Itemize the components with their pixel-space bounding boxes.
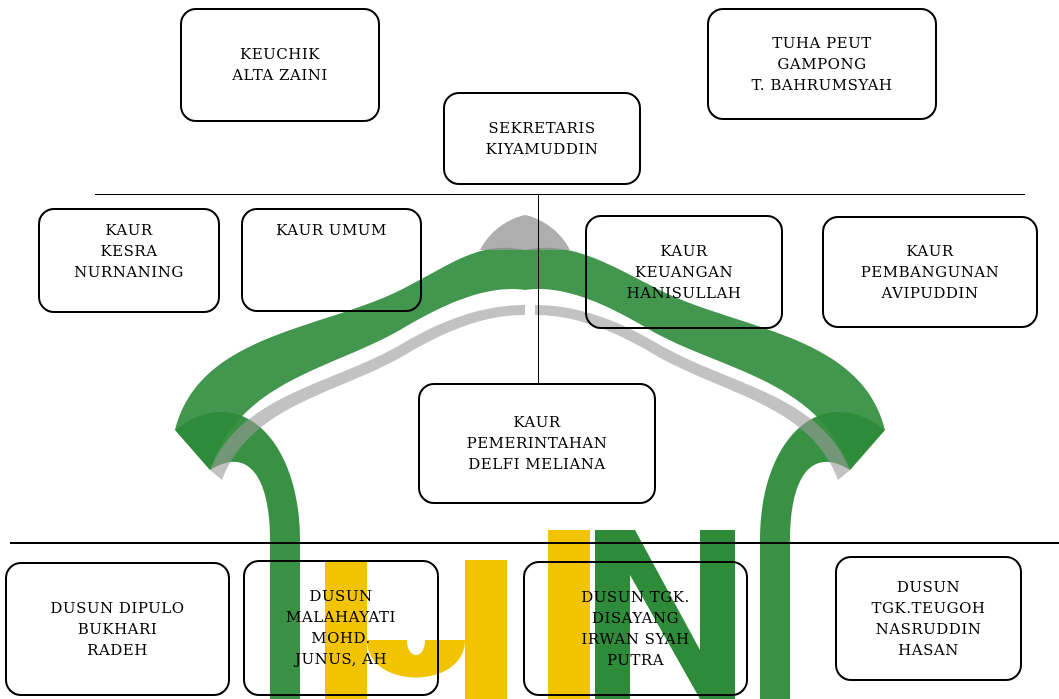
box-kaur-keuangan: KAUR KEUANGAN HANISULLAH [585, 215, 783, 329]
kaur-kesra-name: NURNANING [74, 263, 184, 281]
sekretaris-title: SEKRETARIS [488, 118, 596, 137]
dusun-tgk-teugoh-title: DUSUN [896, 577, 961, 596]
tuha-peut-title: TUHA PEUT [772, 33, 872, 52]
box-dusun-malahayati: DUSUN MALAHAYATI MOHD. JUNUS, AH [243, 560, 439, 696]
box-kaur-umum: KAUR UMUM [241, 208, 422, 312]
kaur-pembangunan-title: KAUR [906, 241, 954, 260]
box-keuchik: KEUCHIK ALTA ZAINI [180, 8, 380, 122]
watermark-arch [175, 215, 885, 699]
dusun-malahayati-title: DUSUN [309, 587, 373, 605]
dusun-tgk-disayang-subtitle: DISAYANG [591, 608, 680, 627]
kaur-pembangunan-name: AVIPUDDIN [881, 283, 979, 302]
divider-lower [10, 542, 1059, 544]
box-sekretaris: SEKRETARIS KIYAMUDDIN [443, 92, 641, 185]
connector-vertical [538, 194, 539, 384]
kaur-keuangan-name: HANISULLAH [626, 283, 742, 302]
dusun-tgk-disayang-name2: PUTRA [606, 650, 665, 669]
box-tuha-peut: TUHA PEUT GAMPONG T. BAHRUMSYAH [707, 8, 937, 120]
dusun-dipulo-title: DUSUN DIPULO [50, 598, 185, 617]
box-dusun-dipulo: DUSUN DIPULO BUKHARI RADEH [5, 562, 230, 696]
dusun-malahayati-name1: MOHD. [311, 629, 371, 647]
keuchik-title: KEUCHIK [240, 45, 320, 63]
keuchik-name: ALTA ZAINI [232, 66, 328, 84]
dusun-malahayati-subtitle: MALAHAYATI [286, 608, 396, 626]
dusun-dipulo-name1: BUKHARI [77, 619, 158, 638]
dusun-tgk-teugoh-name2: HASAN [898, 640, 959, 659]
box-dusun-tgk-teugoh: DUSUN TGK.TEUGOH NASRUDDIN HASAN [835, 556, 1022, 681]
dusun-tgk-disayang-title: DUSUN TGK. [581, 587, 690, 606]
cut-off-title-fragment [470, 0, 600, 2]
box-kaur-kesra: KAUR KESRA NURNANING [38, 208, 220, 313]
dusun-malahayati-name2: JUNUS, AH [294, 650, 388, 668]
dusun-tgk-disayang-name1: IRWAN SYAH [581, 629, 690, 648]
kaur-keuangan-title: KAUR [660, 241, 708, 260]
tuha-peut-name: T. BAHRUMSYAH [751, 75, 893, 94]
kaur-pembangunan-subtitle: PEMBANGUNAN [860, 262, 1000, 281]
kaur-keuangan-subtitle: KEUANGAN [634, 262, 734, 281]
kaur-pemerintahan-title: KAUR [513, 413, 561, 431]
box-kaur-pembangunan: KAUR PEMBANGUNAN AVIPUDDIN [822, 216, 1038, 328]
divider-upper [95, 194, 1025, 195]
dusun-tgk-teugoh-subtitle: TGK.TEUGOH [871, 598, 986, 617]
kaur-kesra-subtitle: KESRA [100, 242, 158, 260]
box-kaur-pemerintahan: KAUR PEMERINTAHAN DELFI MELIANA [418, 383, 656, 504]
sekretaris-name: KIYAMUDDIN [485, 139, 599, 158]
kaur-pemerintahan-subtitle: PEMERINTAHAN [466, 434, 608, 452]
kaur-umum-title: KAUR UMUM [276, 221, 387, 239]
dusun-dipulo-name2: RADEH [87, 640, 148, 659]
box-dusun-tgk-disayang: DUSUN TGK. DISAYANG IRWAN SYAH PUTRA [523, 561, 748, 696]
watermark-letters [325, 530, 735, 699]
tuha-peut-subtitle: GAMPONG [777, 54, 867, 73]
dusun-tgk-teugoh-name1: NASRUDDIN [875, 619, 982, 638]
kaur-kesra-title: KAUR [105, 221, 153, 239]
kaur-pemerintahan-name: DELFI MELIANA [468, 455, 606, 473]
